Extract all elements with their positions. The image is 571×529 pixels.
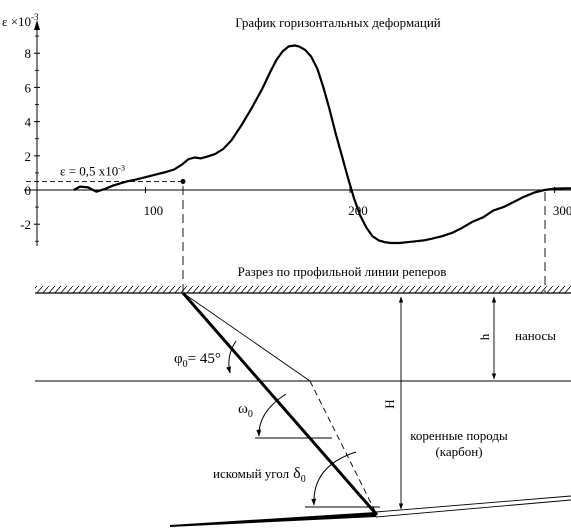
phi-subscript: 0 xyxy=(183,359,188,370)
section-title: Разрез по профильной линии реперов xyxy=(238,264,447,279)
overburden-label: наносы xyxy=(515,328,556,343)
coal-seam xyxy=(170,512,376,527)
phi-angle-arc xyxy=(226,340,237,374)
delta-subscript: 0 xyxy=(301,474,306,485)
x-tick-label: 300 xyxy=(553,203,571,218)
limit-angle-line xyxy=(181,292,379,516)
bedrock-label-line1: коренные породы xyxy=(410,428,508,443)
y-ticks: 8 6 4 2 0 -2 xyxy=(20,35,40,242)
dimension-H-label: H xyxy=(382,399,397,408)
delta-symbol: δ xyxy=(293,465,301,482)
threshold-label: ε = 0,5 x10-3 xyxy=(60,163,125,178)
ground-hatching xyxy=(35,286,571,293)
deformation-series-line xyxy=(73,44,571,245)
delta-angle-arc xyxy=(311,451,357,506)
dashed-construction-line xyxy=(309,380,378,516)
omega-angle-arc xyxy=(256,393,287,437)
y-tick-label: 2 xyxy=(25,149,32,164)
seam-line-upper xyxy=(375,495,571,513)
bedrock-label-line2: (карбон) xyxy=(435,444,482,459)
phi-label: φ0= 45° xyxy=(174,351,221,370)
x-tick-label: 100 xyxy=(144,203,164,218)
threshold-label-base: ε = 0,5 x10 xyxy=(60,163,118,178)
phi-symbol: φ xyxy=(174,351,183,367)
construction-line xyxy=(182,292,311,382)
y-axis-arrow-icon xyxy=(34,20,40,30)
deformation-chart: График горизонтальных деформаций ε ×10-3… xyxy=(2,12,571,246)
chart-title: График горизонтальных деформаций xyxy=(235,15,441,30)
omega-symbol: ω xyxy=(238,401,248,417)
y-tick-label: 4 xyxy=(25,115,32,130)
phi-value: = 45° xyxy=(188,351,221,367)
omega-subscript: 0 xyxy=(248,409,253,420)
y-axis-label-base: ε ×10 xyxy=(2,14,31,29)
threshold-point xyxy=(180,178,186,184)
y-tick-label: 0 xyxy=(25,183,32,198)
y-tick-label: 6 xyxy=(25,80,32,95)
y-tick-label: -2 xyxy=(20,217,31,232)
omega-label: ω0 xyxy=(238,401,253,420)
cross-section: Разрез по профильной линии реперов φ0= 4… xyxy=(35,264,571,527)
y-axis-label-exponent: -3 xyxy=(31,12,39,22)
delta-description: искомый угол xyxy=(213,466,290,481)
y-axis-label: ε ×10-3 xyxy=(2,12,39,29)
seam-line-lower xyxy=(375,499,571,518)
y-tick-label: 8 xyxy=(25,46,32,61)
threshold-label-exponent: -3 xyxy=(118,163,125,172)
dimension-h-label: h xyxy=(477,333,492,340)
